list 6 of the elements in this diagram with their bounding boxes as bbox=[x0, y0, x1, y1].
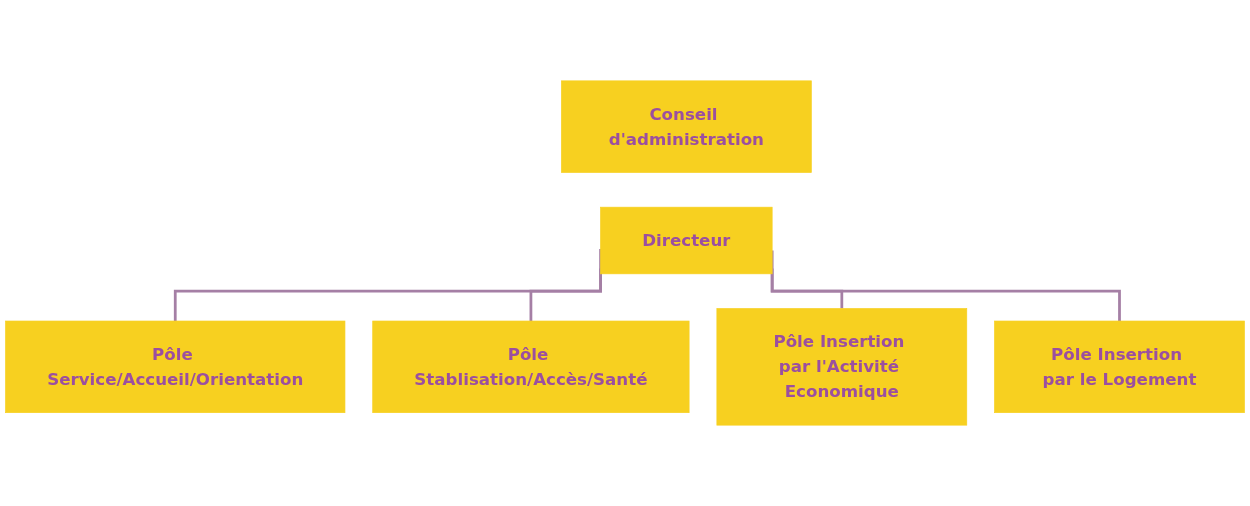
node-box: Pôle Stablisation/Accès/Santé bbox=[372, 320, 690, 413]
node-box: Directeur bbox=[600, 206, 773, 275]
node-box: Pôle Insertion par le Logement bbox=[994, 320, 1245, 413]
node-box: Conseil d'administration bbox=[561, 80, 812, 173]
node-box: Pôle Insertion par l'Activité Economique bbox=[716, 308, 968, 426]
node-box: Pôle Service/Accueil/Orientation bbox=[5, 320, 346, 413]
